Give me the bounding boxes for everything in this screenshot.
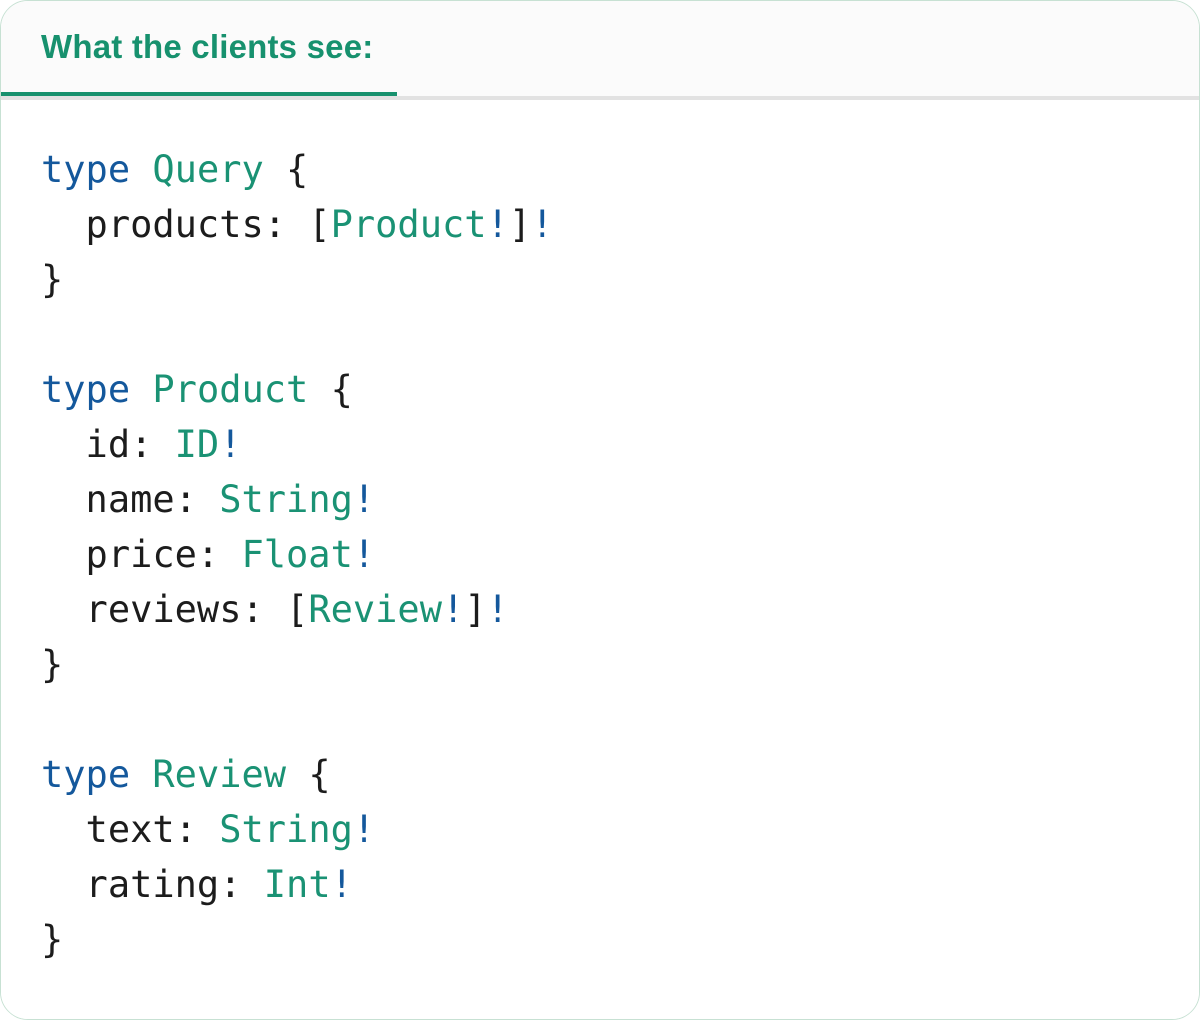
code-line: rating: Int! [41, 863, 353, 906]
code-line: } [41, 258, 64, 301]
code-line: type Product { [41, 368, 353, 411]
code-line: type Query { [41, 148, 309, 191]
tab-label: What the clients see: [41, 27, 374, 65]
code-line: } [41, 918, 64, 961]
code-line: } [41, 643, 64, 686]
code-line: name: String! [41, 478, 376, 521]
code-line [41, 692, 1159, 747]
code-line [41, 307, 1159, 362]
graphql-schema-code: type Query { products: [Product!]!} type… [41, 142, 1159, 967]
code-line: price: Float! [41, 533, 376, 576]
code-line: id: ID! [41, 423, 242, 466]
tab-what-clients-see[interactable]: What the clients see: [1, 1, 398, 96]
code-line: reviews: [Review!]! [41, 588, 509, 631]
code-area: type Query { products: [Product!]!} type… [1, 100, 1199, 1019]
tab-bar: What the clients see: [1, 1, 1199, 100]
code-line: type Review { [41, 753, 331, 796]
code-line: products: [Product!]! [41, 203, 554, 246]
code-line: text: String! [41, 808, 376, 851]
